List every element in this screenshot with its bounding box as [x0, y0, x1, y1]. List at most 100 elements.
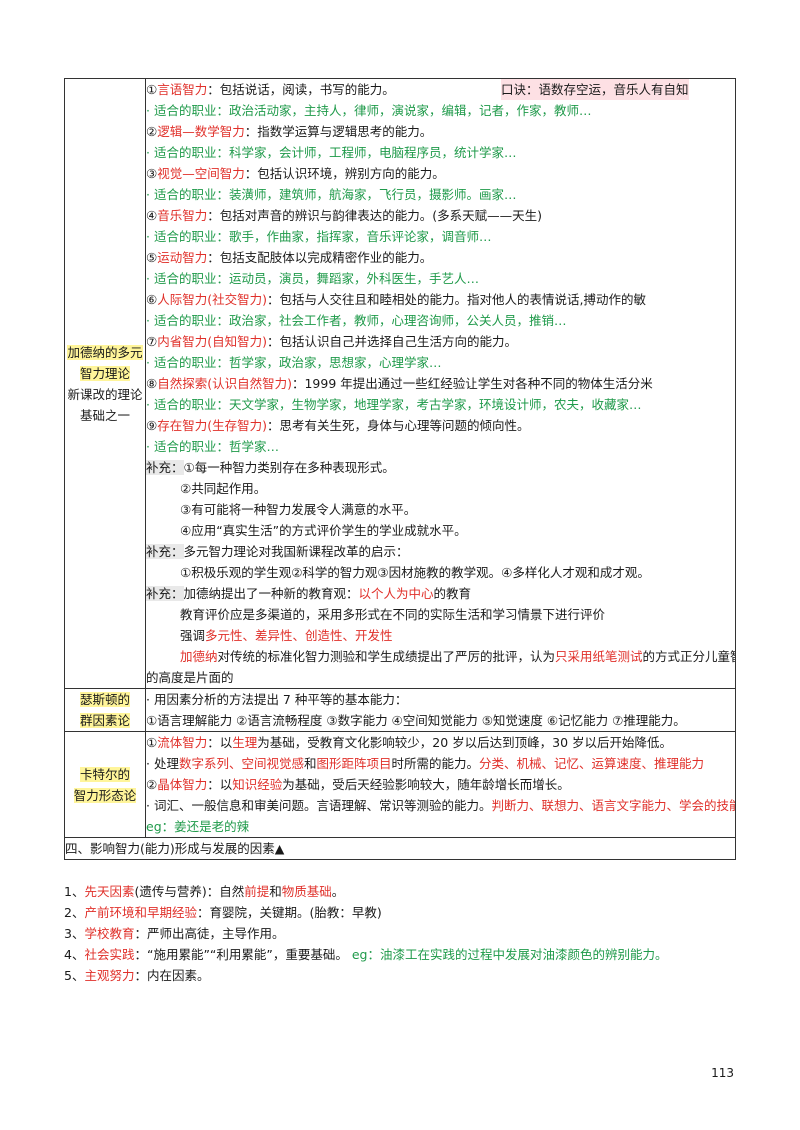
text: 为基础，受教育文化影响较少，20 岁以后达到顶峰，30 岁以后开始降低。	[257, 735, 673, 750]
supplement-3-head: 补充：加德纳提出了一种新的教育观：以个人为中心的教育	[146, 583, 735, 604]
highlight: 先天因素	[84, 884, 135, 899]
gardner-label-line-3: 新课改的理论	[67, 386, 143, 402]
supplement-highlight: 只采用纸笔测试	[555, 649, 643, 664]
job-line-5: · 适合的职业：运动员，演员，舞蹈家，外科医生，手艺人…	[146, 271, 479, 286]
supplement-3-line-5: 的高度是片面的	[146, 670, 234, 685]
text: 时所需的能力。	[391, 756, 480, 771]
job-line-3: · 适合的职业：装潢师，建筑师，航海家，飞行员，摄影师。画家…	[146, 187, 517, 202]
supplement-1-line-4: ④应用“真实生活”的方式评价学生的学业成就水平。	[180, 523, 467, 538]
text: ：以	[207, 735, 233, 750]
intel-num: ⑧	[146, 376, 158, 391]
text: 和	[303, 756, 317, 771]
highlight: 物质基础	[281, 884, 332, 899]
intel-name: 存在智力(生存智力)	[157, 418, 267, 433]
intel-name: 自然探索(认识自然智力)	[157, 376, 292, 391]
highlight: 流体智力	[157, 735, 208, 750]
thurstone-label-line-1: 瑟斯顿的	[79, 692, 130, 707]
fluid-abilities: · 处理数字系列、空间视觉感和图形距阵项目时所需的能力。分类、机械、记忆、运算速…	[146, 753, 735, 774]
fluid-intelligence: ①流体智力：以生理为基础，受教育文化影响较少，20 岁以后达到顶峰，30 岁以后…	[146, 732, 735, 753]
gardner-row: 加德纳的多元 智力理论 新课改的理论 基础之一 ①言语智力：包括说话，阅读，书写…	[64, 78, 736, 689]
intelligence-4: ④音乐智力：包括对声音的辨识与韵律表达的能力。(多系天赋——天生)	[146, 205, 735, 226]
intel-num: ⑦	[146, 334, 158, 349]
cattell-row: 卡特尔的 智力形态论 ①流体智力：以生理为基础，受教育文化影响较少，20 岁以后…	[64, 731, 736, 838]
text: 。	[331, 884, 345, 899]
highlight: 社会实践	[84, 947, 135, 962]
supplement-highlight: 以个人为中心	[358, 586, 434, 601]
intel-name: 人际智力(社交智力)	[157, 292, 267, 307]
text: (遗传与营养)：自然	[134, 884, 245, 899]
intel-num: ⑥	[146, 292, 158, 307]
text: · 处理	[146, 756, 179, 771]
supplement-text: 的方式正分儿童智力	[642, 649, 735, 664]
supplement-1-line-3: ③有可能将一种智力发展令人满意的水平。	[180, 502, 417, 517]
intel-num: ⑨	[146, 418, 158, 433]
intel-desc: ：思考有关生死，身体与心理等问题的倾向性。	[266, 418, 530, 433]
job-line-9: · 适合的职业：哲学家…	[146, 439, 279, 454]
supplement-2-head: 补充：多元智力理论对我国新课程改革的启示：	[146, 541, 735, 562]
intel-name: 运动智力	[157, 250, 208, 265]
text: ：以	[207, 777, 233, 792]
cattell-content-cell: ①流体智力：以生理为基础，受教育文化影响较少，20 岁以后达到顶峰，30 岁以后…	[145, 731, 736, 838]
text: ：内在因素。	[134, 968, 210, 983]
crystallized-intelligence: ②晶体智力：以知识经验为基础，受后天经验影响较大，随年龄增长而增长。	[146, 774, 735, 795]
supplement-text: ①每一种智力类别存在多种表现形式。	[183, 460, 395, 475]
factor-2: 2、产前环境和早期经验：育婴院，关键期。(胎教：早教)	[64, 902, 744, 923]
text: 3、	[64, 926, 85, 941]
supplement-text: 对传统的标准化智力测验和学生成绩提出了严厉的批评，认为	[217, 649, 556, 664]
highlight: 主观努力	[84, 968, 135, 983]
intel-name: 言语智力	[157, 82, 208, 97]
factor-3: 3、学校教育：严师出高徒，主导作用。	[64, 923, 744, 944]
section4-title-row: 四、影响智力(能力)形成与发展的因素▲	[64, 837, 736, 860]
intel-num: ③	[146, 166, 158, 181]
thurstone-line-1: · 用因素分析的方法提出 7 种平等的基本能力：	[146, 692, 408, 707]
supplement-1-line-1: 补充：①每一种智力类别存在多种表现形式。	[146, 457, 735, 478]
crystallized-abilities: · 词汇、一般信息和审美问题。言语理解、常识等测验的能力。判断力、联想力、语言文…	[146, 795, 735, 816]
intel-num: ④	[146, 208, 158, 223]
cattell-label-line-1: 卡特尔的	[79, 766, 130, 782]
factor-1: 1、先天因素(遗传与营养)：自然前提和物质基础。	[64, 881, 744, 902]
intelligence-2: ②逻辑—数学智力：指数学运算与逻辑思考的能力。	[146, 121, 735, 142]
supplement-1-line-2: ②共同起作用。	[180, 481, 267, 496]
text: ：严师出高徒，主导作用。	[134, 926, 285, 941]
intel-desc: ：包括与人交往且和睦相处的能力。指对他人的表情说话,搏动作的敏	[266, 292, 646, 307]
thurstone-row: 瑟斯顿的 群因素论 · 用因素分析的方法提出 7 种平等的基本能力： ①语言理解…	[64, 688, 736, 732]
text: 和	[269, 884, 282, 899]
supplement-2-body: ①积极乐观的学生观②科学的智力观③因材施教的教学观。④多样化人才观和成才观。	[180, 565, 650, 580]
thurstone-line-2: ①语言理解能力 ②语言流畅程度 ③数字能力 ④空间知觉能力 ⑤知觉速度 ⑥记忆能…	[146, 713, 686, 728]
job-line-4: · 适合的职业：歌手，作曲家，指挥家，音乐评论家，调音师…	[146, 229, 492, 244]
factor-5: 5、主观努力：内在因素。	[64, 965, 744, 986]
job-line-2: · 适合的职业：科学家，会计师，工程师，电脑程序员，统计学家…	[146, 145, 517, 160]
text: · 词汇、一般信息和审美问题。言语理解、常识等测验的能力。	[146, 798, 492, 813]
highlight: 学校教育	[84, 926, 135, 941]
intel-num: ⑤	[146, 250, 158, 265]
highlight: 知识经验	[232, 777, 283, 792]
supplement-3-line-2: 教育评价应是多渠道的，采用多形式在不同的实际生活和学习情景下进行评价	[180, 607, 606, 622]
intel-desc: ：指数学运算与逻辑思考的能力。	[244, 124, 433, 139]
job-line-7: · 适合的职业：哲学家，政治家，思想家，心理学家…	[146, 355, 442, 370]
supplement-highlight: 加德纳	[180, 649, 218, 664]
cattell-example: eg：姜还是老的辣	[146, 819, 250, 834]
gardner-label-line-4: 基础之一	[79, 407, 130, 423]
gardner-label-cell: 加德纳的多元 智力理论 新课改的理论 基础之一	[64, 78, 146, 689]
thurstone-content-cell: · 用因素分析的方法提出 7 种平等的基本能力： ①语言理解能力 ②语言流畅程度…	[145, 688, 736, 732]
gardner-label-line-2: 智力理论	[79, 365, 130, 381]
content-table: 加德纳的多元 智力理论 新课改的理论 基础之一 ①言语智力：包括说话，阅读，书写…	[64, 78, 736, 860]
text: 4、	[64, 947, 85, 962]
intel-desc: ：包括说话，阅读，书写的能力。	[207, 82, 395, 97]
intel-desc: ：包括认识自己并选择自己生活方向的能力。	[266, 334, 517, 349]
supplement-tag: 补充：	[146, 586, 184, 601]
supplement-tag: 补充：	[146, 544, 184, 559]
intel-name: 音乐智力	[157, 208, 208, 223]
gardner-content-cell: ①言语智力：包括说话，阅读，书写的能力。 口诀：语数存空运，音乐人有自知 · 适…	[145, 78, 736, 689]
intel-name: 内省智力(自知智力)	[157, 334, 267, 349]
supplement-text: 加德纳提出了一种新的教育观：	[183, 586, 359, 601]
job-line-6: · 适合的职业：政治家，社会工作者，教师，心理咨询师，公关人员，推销…	[146, 313, 567, 328]
highlight: 判断力、联想力、语言文字能力、学会的技能	[491, 798, 735, 813]
intel-num: ②	[146, 124, 158, 139]
intel-desc: ：包括支配肢体以完成精密作业的能力。	[207, 250, 433, 265]
intelligence-1: ①言语智力：包括说话，阅读，书写的能力。 口诀：语数存空运，音乐人有自知	[146, 79, 735, 100]
intelligence-9: ⑨存在智力(生存智力)：思考有关生死，身体与心理等问题的倾向性。	[146, 415, 735, 436]
text: 2、	[64, 905, 85, 920]
thurstone-label-cell: 瑟斯顿的 群因素论	[64, 688, 146, 732]
thurstone-label-line-2: 群因素论	[79, 713, 130, 728]
